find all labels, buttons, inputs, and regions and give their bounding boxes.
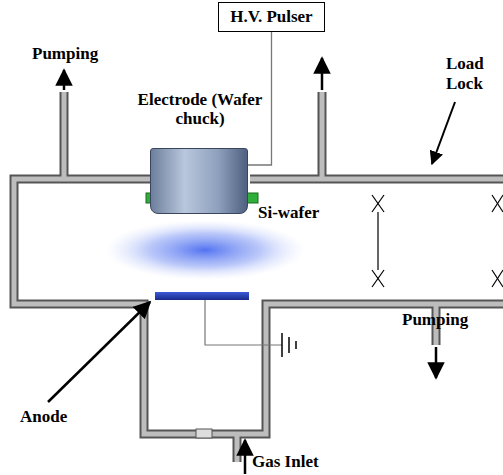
pulser-label: H.V. Pulser [229,7,314,27]
part-label: Pumping [402,310,468,330]
chamber-wall [14,92,503,462]
leader-arrow [48,302,150,402]
gate-valve [372,195,503,287]
part-label: Pumping [32,44,98,64]
part-label: Gas Inlet [252,452,319,472]
electrode-cylinder: Electrode (Wafer chuck) [150,148,248,214]
part-label: Si-wafer [258,203,319,223]
leader-arrow [432,102,455,164]
seal [247,193,258,203]
ground-wire [205,300,282,345]
gas-valve [196,429,212,438]
plasma-glow [105,220,305,280]
part-label: Anode [20,407,67,427]
electrode-label: Electrode (Wafer chuck) [135,90,265,129]
part-label: Load Lock [446,54,496,93]
anode-plate [155,292,249,300]
ground-symbol [282,333,296,357]
pumping-arrow [64,58,436,474]
pulser-box: H.V. Pulser [218,2,325,32]
